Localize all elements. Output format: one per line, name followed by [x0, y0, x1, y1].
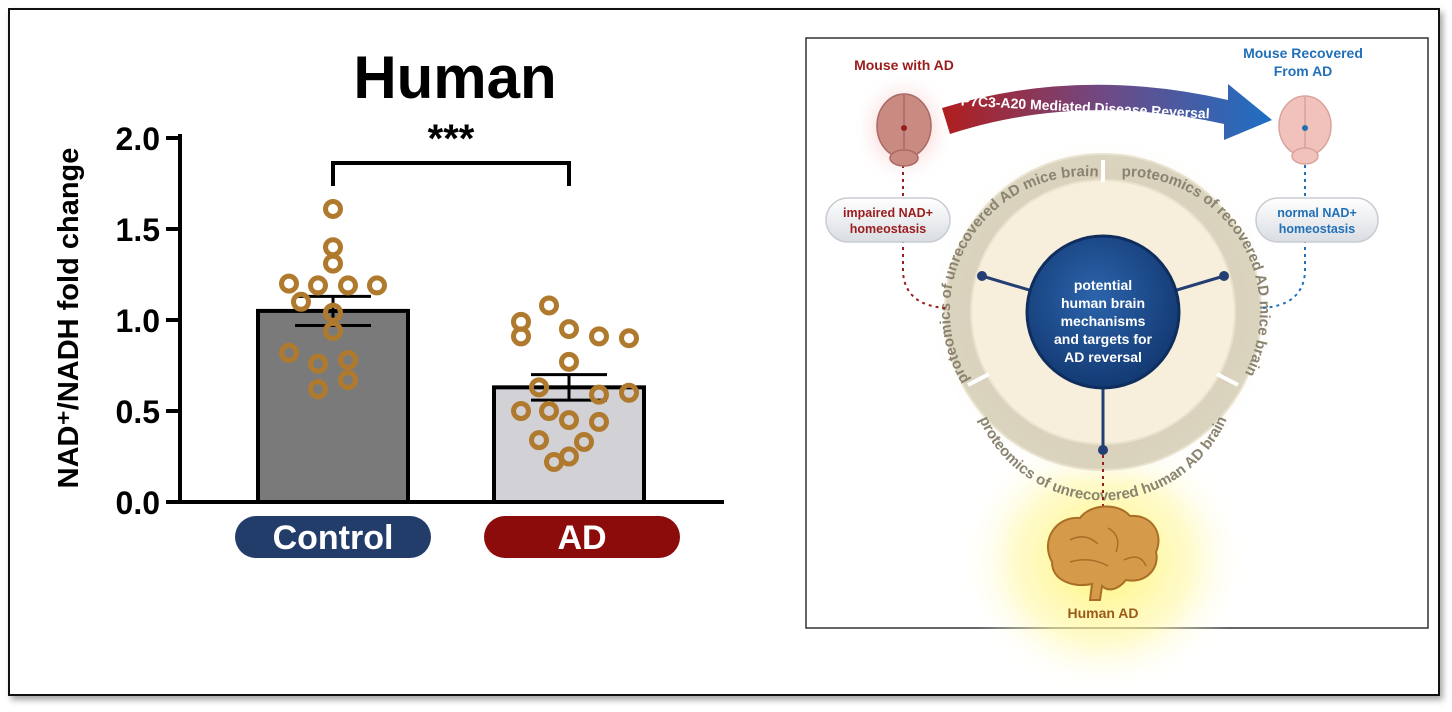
data-point-control	[323, 253, 343, 274]
data-point-ad	[529, 430, 549, 451]
impaired-text-2: homeostasis	[850, 222, 926, 236]
mouse-recovered-label-1: Mouse Recovered	[1243, 45, 1363, 61]
center-text-2: human brain	[1061, 295, 1145, 311]
mouse-ad-label: Mouse with AD	[854, 57, 954, 73]
data-point-ad	[511, 401, 531, 421]
mouse-brain-recovered-icon	[1278, 95, 1332, 165]
significance-bracket: ***	[331, 117, 571, 186]
y-tick-label: 1.0	[116, 303, 160, 339]
bar-control	[256, 308, 410, 504]
mouse-recovered-label-2: From AD	[1274, 63, 1333, 79]
ring-divider-right	[1216, 372, 1239, 387]
category-pill-control	[235, 516, 431, 558]
y-tick-label: 1.5	[116, 212, 160, 248]
data-point-control	[279, 273, 299, 294]
data-point-ad	[589, 411, 609, 432]
data-point-ad	[511, 326, 531, 347]
reversal-arrow-shape	[942, 84, 1272, 140]
bar-chart: Human NAD⁺/NADH fold change 0.0 0.5 1.0 1.5…	[53, 44, 724, 558]
data-point-control	[308, 379, 328, 400]
y-tick-label: 0.0	[116, 485, 160, 521]
chart-title: Human	[353, 44, 556, 111]
reversal-arrow: P7C3-A20 Mediated Disease Reversal	[942, 84, 1272, 140]
center-text-3: mechanisms	[1061, 313, 1146, 329]
data-point-control	[323, 302, 343, 323]
normal-pill: normal NAD+ homeostasis	[1255, 197, 1379, 243]
data-point-ad	[539, 401, 559, 421]
data-point-ad	[574, 431, 594, 452]
data-point-control	[308, 353, 328, 374]
connector-dot-right	[1219, 271, 1229, 281]
data-point-ad	[539, 295, 559, 316]
bar-ad	[492, 385, 646, 504]
y-axis-label: NAD⁺/NADH fold change	[53, 148, 85, 489]
significance-label: ***	[428, 117, 475, 161]
data-point-control	[279, 342, 299, 363]
human-brain-icon	[1046, 505, 1160, 601]
data-point-ad	[589, 384, 609, 405]
normal-text-1: normal NAD+	[1277, 206, 1357, 220]
category-label-ad: AD	[557, 519, 606, 557]
ring-divider-left	[967, 372, 990, 387]
data-point-ad	[619, 382, 639, 403]
category-labels: Control AD	[235, 516, 680, 558]
data-point-control	[308, 275, 328, 296]
data-point-control	[367, 275, 387, 296]
data-point-ad	[589, 326, 609, 347]
center-text-5: AD reversal	[1064, 349, 1142, 365]
data-point-ad	[559, 319, 579, 340]
center-text-4: and targets for	[1054, 331, 1153, 347]
dotted-normal	[1262, 240, 1306, 309]
y-tick-label: 2.0	[116, 121, 160, 157]
center-circle	[1025, 234, 1181, 390]
data-point-ad	[619, 328, 639, 349]
mouse-brain-ad-icon	[876, 93, 932, 167]
connector-dot-bottom	[1098, 445, 1108, 455]
center-text-1: potential	[1074, 277, 1132, 293]
bars	[256, 308, 646, 504]
normal-text-2: homeostasis	[1279, 222, 1355, 236]
data-point-ad	[544, 451, 564, 472]
bracket-line	[331, 161, 571, 186]
data-point-control	[323, 198, 343, 219]
data-point-control	[338, 370, 358, 391]
data-point-control	[338, 350, 358, 371]
human-ad-label: Human AD	[1067, 605, 1138, 621]
category-pill-ad	[484, 516, 680, 558]
data-point-control	[323, 320, 343, 341]
impaired-text-1: impaired NAD+	[843, 206, 933, 220]
y-ticks: 0.0 0.5 1.0 1.5 2.0	[116, 121, 180, 521]
impaired-pill: impaired NAD+ homeostasis	[825, 197, 951, 243]
y-tick-label: 0.5	[116, 394, 160, 430]
connector-dot-left	[977, 271, 987, 281]
category-label-control: Control	[273, 519, 394, 557]
data-point-ad	[559, 410, 579, 431]
data-points	[279, 198, 639, 472]
data-point-ad	[559, 351, 579, 372]
dotted-impaired	[902, 240, 946, 309]
data-point-control	[291, 291, 311, 312]
data-point-control	[338, 275, 358, 296]
data-point-ad	[529, 377, 549, 398]
